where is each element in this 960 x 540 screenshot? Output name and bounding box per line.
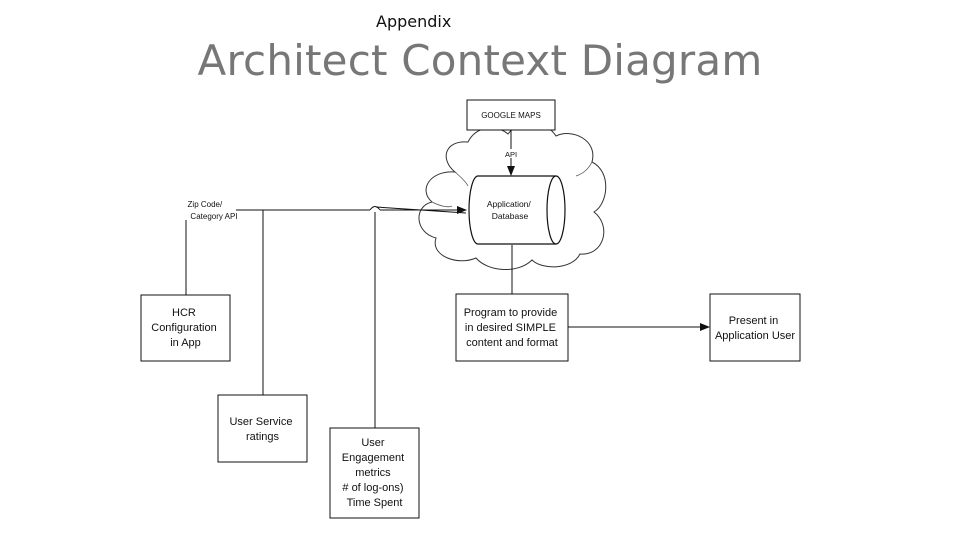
user-service-ratings-box: User Service ratings [217, 394, 308, 463]
svg-text:User Engagement me: User Engagement metrics # of log-ons) Ti… [342, 437, 407, 509]
page-title: Architect Context Diagram [197, 36, 763, 85]
appendix-label: Appendix [376, 12, 452, 31]
hcr-configuration-box: HCR Configuration in App [140, 294, 231, 362]
database-label: Application/ Database [487, 199, 533, 221]
present-application-user-box: Present in Application User [709, 293, 801, 362]
user-engagement-metrics-box: User Engagement metrics # of log-ons) Ti… [329, 427, 420, 519]
google-maps-box: GOOGLE MAPS [466, 99, 556, 131]
api-label: API [505, 150, 517, 159]
svg-text:GOOGLE MAPS: GOOGLE MAPS [481, 111, 541, 120]
svg-text:Program to provide in de: Program to provide in desired SIMPLE con… [464, 307, 561, 349]
svg-text:User Service ratings: User Service ratings [229, 416, 295, 443]
svg-text:Present in Application U: Present in Application User [715, 315, 795, 342]
application-database: Application/ Database [468, 175, 566, 245]
svg-text:HCR Configuration: HCR Configuration in App [151, 307, 220, 349]
program-box: Program to provide in desired SIMPLE con… [455, 293, 569, 362]
zip-category-api-label: Zip Code/ Category API [188, 200, 238, 221]
